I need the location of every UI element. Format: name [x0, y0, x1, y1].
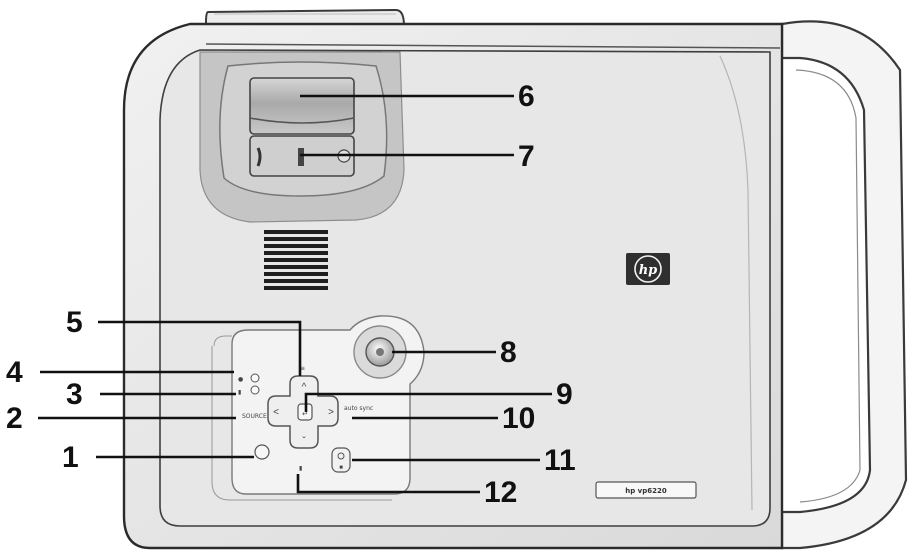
callout-labels: 1 2 3 4 5 6 7 8 9 10 11 12: [6, 80, 576, 509]
leader-lines: [38, 94, 552, 494]
right-arrow-icon[interactable]: >: [328, 407, 334, 418]
callout-12: 12: [484, 476, 517, 509]
focus-marker: [298, 148, 304, 166]
callout-6: 6: [518, 80, 535, 113]
vent-grille: [264, 230, 328, 290]
callout-4: 4: [6, 356, 23, 389]
down-arrow-icon[interactable]: ˇ: [302, 435, 306, 447]
hp-logo-text: hp: [639, 263, 658, 278]
temperature-indicator: ▮: [238, 385, 260, 396]
carrying-handle: [780, 20, 908, 550]
lamp-indicator: ●: [238, 373, 260, 383]
callout-9: 9: [556, 378, 573, 411]
callout-1: 1: [62, 441, 79, 474]
callout-7: 7: [518, 140, 535, 173]
svg-text:▮: ▮: [238, 389, 241, 396]
left-arrow-icon[interactable]: <: [273, 407, 279, 418]
svg-text:●: ●: [238, 376, 243, 383]
svg-text:↵: ↵: [302, 411, 308, 418]
svg-text:■: ■: [339, 465, 343, 471]
hide-button[interactable]: [331, 447, 351, 473]
zoom-ring: [249, 77, 355, 135]
hp-logo: hp: [626, 253, 670, 285]
model-label: hp vp6220: [625, 487, 667, 495]
callout-11: 11: [544, 444, 576, 477]
source-label: SOURCE: [242, 413, 267, 420]
callout-8: 8: [500, 336, 517, 369]
auto-sync-label: auto sync: [344, 405, 373, 412]
power-save-icon: ▮: [299, 465, 302, 472]
callout-5: 5: [66, 306, 83, 339]
keystone-button[interactable]: [254, 444, 270, 460]
up-arrow-icon[interactable]: ^: [302, 382, 307, 393]
callout-2: 2: [6, 402, 23, 435]
model-plate: [595, 481, 697, 499]
callout-3: 3: [66, 378, 83, 411]
callout-10: 10: [502, 402, 535, 435]
menu-label: ≡: [300, 365, 305, 372]
